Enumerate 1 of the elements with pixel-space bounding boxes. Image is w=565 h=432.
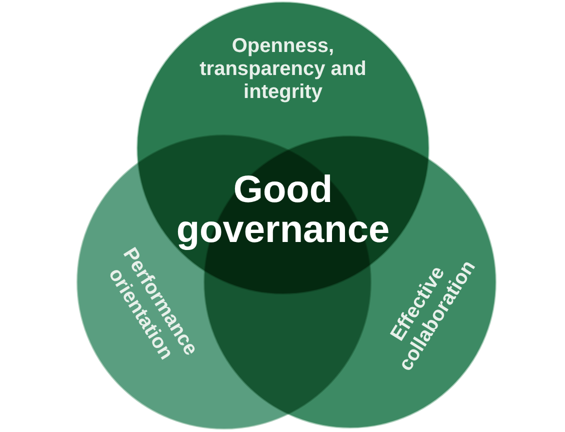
circle-label: Openness, transparency and integrity — [198, 35, 368, 104]
